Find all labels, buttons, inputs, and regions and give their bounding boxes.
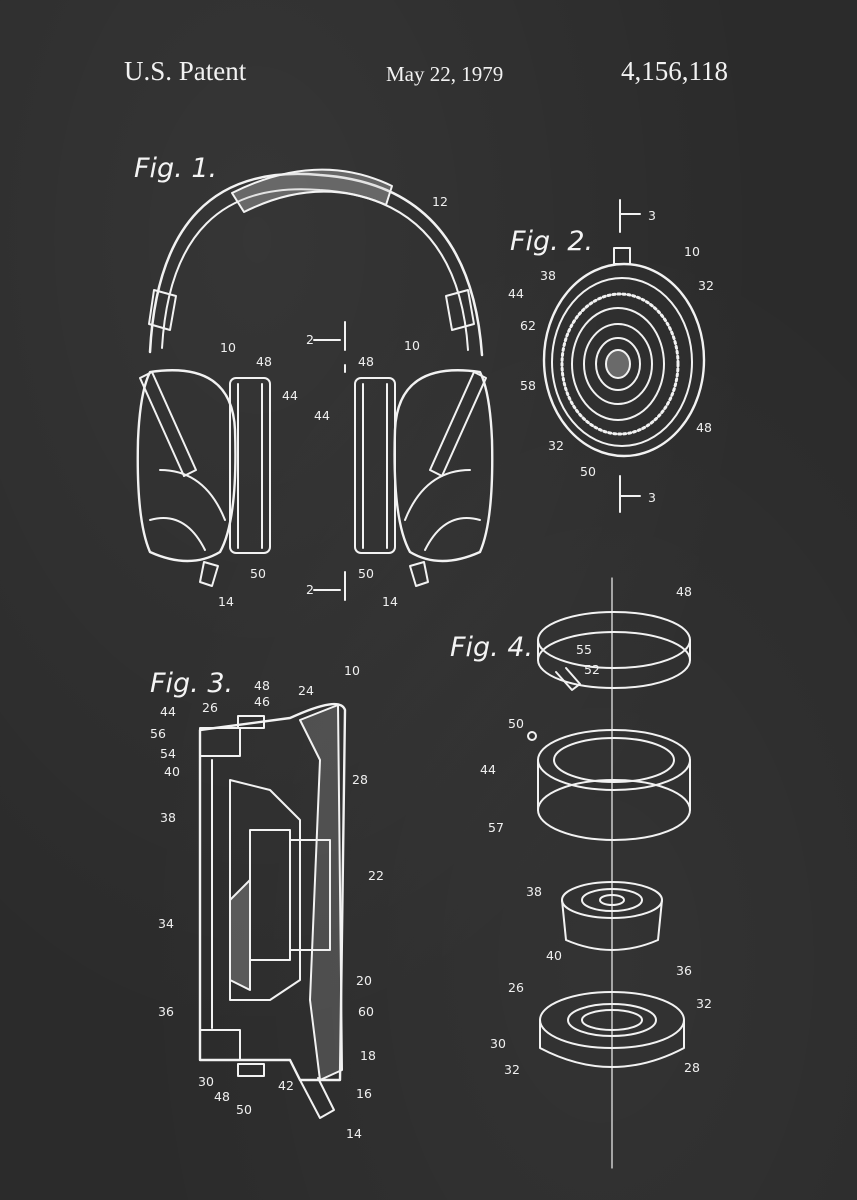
fig3-ref-48: 48 [254, 678, 270, 693]
fig3-ref-50: 50 [236, 1102, 252, 1117]
fig4-ref-30: 30 [490, 1036, 506, 1051]
fig2-label: Fig. 2. [510, 226, 593, 257]
fig2-earcup-front: Fig. 2. 3 10 38 32 44 62 58 32 48 50 3 [508, 199, 714, 513]
fig2-ref-10: 10 [684, 244, 700, 259]
fig3-ref-40: 40 [164, 764, 180, 779]
fig3-ref-30: 30 [198, 1074, 214, 1089]
fig3-ref-36: 36 [158, 1004, 174, 1019]
fig3-ref-46: 46 [254, 694, 270, 709]
fig4-ref-50: 50 [508, 716, 524, 731]
fig4-label: Fig. 4. [450, 632, 533, 663]
fig1-label: Fig. 1. [134, 153, 217, 184]
fig4-ref-28: 28 [684, 1060, 700, 1075]
fig2-ref-32: 32 [698, 278, 714, 293]
fig3-label: Fig. 3. [150, 668, 233, 699]
fig4-exploded-view: Fig. 4. 48 55 52 50 44 57 38 [450, 577, 712, 1169]
fig1-ref-2-top: 2 [306, 332, 314, 347]
fig4-ref-52: 52 [584, 662, 600, 677]
fig1-ref-10: 10 [220, 340, 236, 355]
fig3-ref-26: 26 [202, 700, 218, 715]
fig1-ref-14: 14 [218, 594, 234, 609]
fig3-ref-42: 42 [278, 1078, 294, 1093]
fig2-ref-32b: 32 [548, 438, 564, 453]
fig2-ref-58: 58 [520, 378, 536, 393]
fig3-ref-20: 20 [356, 973, 372, 988]
fig4-ref-32b: 32 [504, 1062, 520, 1077]
fig3-ref-14: 14 [346, 1126, 362, 1141]
fig3-ref-34: 34 [158, 916, 174, 931]
fig2-ref-50: 50 [580, 464, 596, 479]
patent-number: 4,156,118 [621, 56, 728, 86]
fig2-ref-48: 48 [696, 420, 712, 435]
fig3-ref-44: 44 [160, 704, 176, 719]
fig1-ref-2-bottom: 2 [306, 582, 314, 597]
fig4-ref-55: 55 [576, 642, 592, 657]
fig1-ref-14b: 14 [382, 594, 398, 609]
fig1-headphones: Fig. 1. [134, 153, 494, 609]
fig4-ref-26: 26 [508, 980, 524, 995]
fig3-ref-28: 28 [352, 772, 368, 787]
fig4-ref-44: 44 [480, 762, 496, 777]
fig3-ref-16: 16 [356, 1086, 372, 1101]
fig3-ref-60: 60 [358, 1004, 374, 1019]
fig1-ref-12: 12 [432, 194, 448, 209]
fig4-ref-38: 38 [526, 884, 542, 899]
fig4-ref-48: 48 [676, 584, 692, 599]
fig1-ref-48: 48 [256, 354, 272, 369]
patent-label: U.S. Patent [124, 56, 247, 86]
fig3-ref-18: 18 [360, 1048, 376, 1063]
fig3-ref-54: 54 [160, 746, 176, 761]
fig2-ref-44: 44 [508, 286, 524, 301]
fig2-ref-3-bottom: 3 [648, 490, 656, 505]
fig4-ref-40: 40 [546, 948, 562, 963]
fig1-ref-44b: 44 [314, 408, 330, 423]
fig1-ref-50: 50 [250, 566, 266, 581]
fig3-ref-22: 22 [368, 868, 384, 883]
fig1-ref-10b: 10 [404, 338, 420, 353]
fig3-ref-48b: 48 [214, 1089, 230, 1104]
patent-date: May 22, 1979 [386, 62, 504, 86]
fig1-ref-50b: 50 [358, 566, 374, 581]
fig1-ref-44: 44 [282, 388, 298, 403]
fig2-ref-3-top: 3 [648, 208, 656, 223]
fig3-ref-56: 56 [150, 726, 166, 741]
fig2-ref-38: 38 [540, 268, 556, 283]
fig4-ref-32: 32 [696, 996, 712, 1011]
fig3-ref-10: 10 [344, 663, 360, 678]
fig3-ref-24: 24 [298, 683, 314, 698]
fig1-ref-48b: 48 [358, 354, 374, 369]
fig4-ref-36: 36 [676, 963, 692, 978]
fig4-ref-57: 57 [488, 820, 504, 835]
fig3-cross-section: Fig. 3. 48 10 24 46 44 26 56 54 40 28 38… [150, 663, 384, 1141]
fig2-ref-62: 62 [520, 318, 536, 333]
fig3-ref-38: 38 [160, 810, 176, 825]
